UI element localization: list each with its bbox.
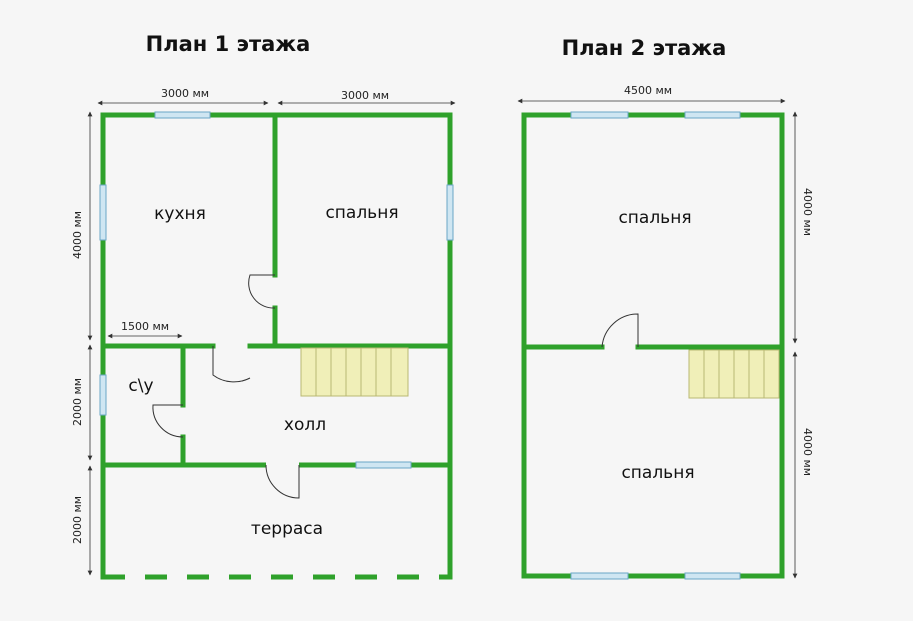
floor1-room-bedroom: спальня — [325, 203, 398, 223]
floor2-title: План 2 этажа — [562, 36, 727, 60]
floor1-door-bedroom — [248, 274, 276, 309]
floor2-room-bedroom-top: спальня — [618, 208, 691, 228]
floor1-door-kitchen — [212, 346, 251, 383]
floor1-stairs — [300, 347, 409, 397]
floor2-window-top-2 — [684, 111, 741, 119]
floor1-room-hall: холл — [284, 415, 326, 435]
floor1-dim-top-left: 3000 мм — [161, 87, 209, 100]
floor1-title: План 1 этажа — [146, 32, 311, 56]
floor1-room-bathroom: с\у — [128, 376, 153, 396]
floor1-window-bedroom — [446, 184, 454, 241]
floor2-window-bottom-1 — [570, 572, 629, 580]
floor1-window-hall — [355, 461, 412, 469]
floor1-dim-left-lower: 2000 мм — [71, 496, 84, 544]
floor1-dim-left-middle: 2000 мм — [71, 378, 84, 426]
floor2-room-bedroom-bottom: спальня — [621, 463, 694, 483]
floor2-window-top-1 — [570, 111, 629, 119]
floor2-dim-right-lower: 4000 мм — [801, 428, 814, 476]
floor1-window-bathroom — [99, 374, 107, 416]
floor1-dim-top-right: 3000 мм — [341, 89, 389, 102]
floor1-plan: кухня спальня с\у холл терраса 3000 мм 3… — [71, 87, 456, 580]
floor1-room-terrace: терраса — [251, 519, 323, 539]
floor2-plan: спальня спальня 4500 мм 4000 мм 4000 мм — [517, 84, 814, 580]
floor1-window-top — [154, 111, 211, 119]
floor1-window-kitchen — [99, 184, 107, 241]
floor2-dim-right-upper: 4000 мм — [801, 188, 814, 236]
floor2-window-bottom-2 — [684, 572, 741, 580]
floor1-door-bathroom — [152, 404, 184, 438]
floor1-dim-inner: 1500 мм — [121, 320, 169, 333]
floor1-door-terrace — [265, 464, 300, 499]
floor1-room-kitchen: кухня — [154, 204, 206, 224]
floor1-dim-left-upper: 4000 мм — [71, 211, 84, 259]
floor1-door-gap — [266, 461, 299, 470]
floor2-door — [601, 313, 639, 348]
floor2-stairs — [688, 349, 780, 399]
floor2-dim-top: 4500 мм — [624, 84, 672, 97]
